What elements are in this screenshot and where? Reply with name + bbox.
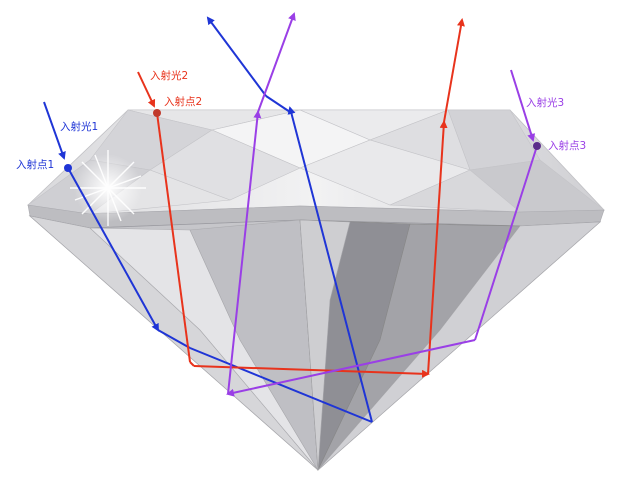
entry-point-3-dot [533, 142, 541, 150]
incident-ray-1-label: 入射光1 [60, 120, 98, 133]
entry-point-3-label: 入射点3 [548, 139, 586, 152]
entry-point-1-label: 入射点1 [16, 158, 54, 171]
incident-ray-2-label: 入射光2 [150, 69, 188, 82]
entry-point-2-dot [153, 109, 161, 117]
entry-point-1-dot [64, 164, 72, 172]
incident-ray-3-label: 入射光3 [526, 96, 564, 109]
diamond-illustration [28, 110, 604, 470]
entry-point-2-label: 入射点2 [164, 95, 202, 108]
